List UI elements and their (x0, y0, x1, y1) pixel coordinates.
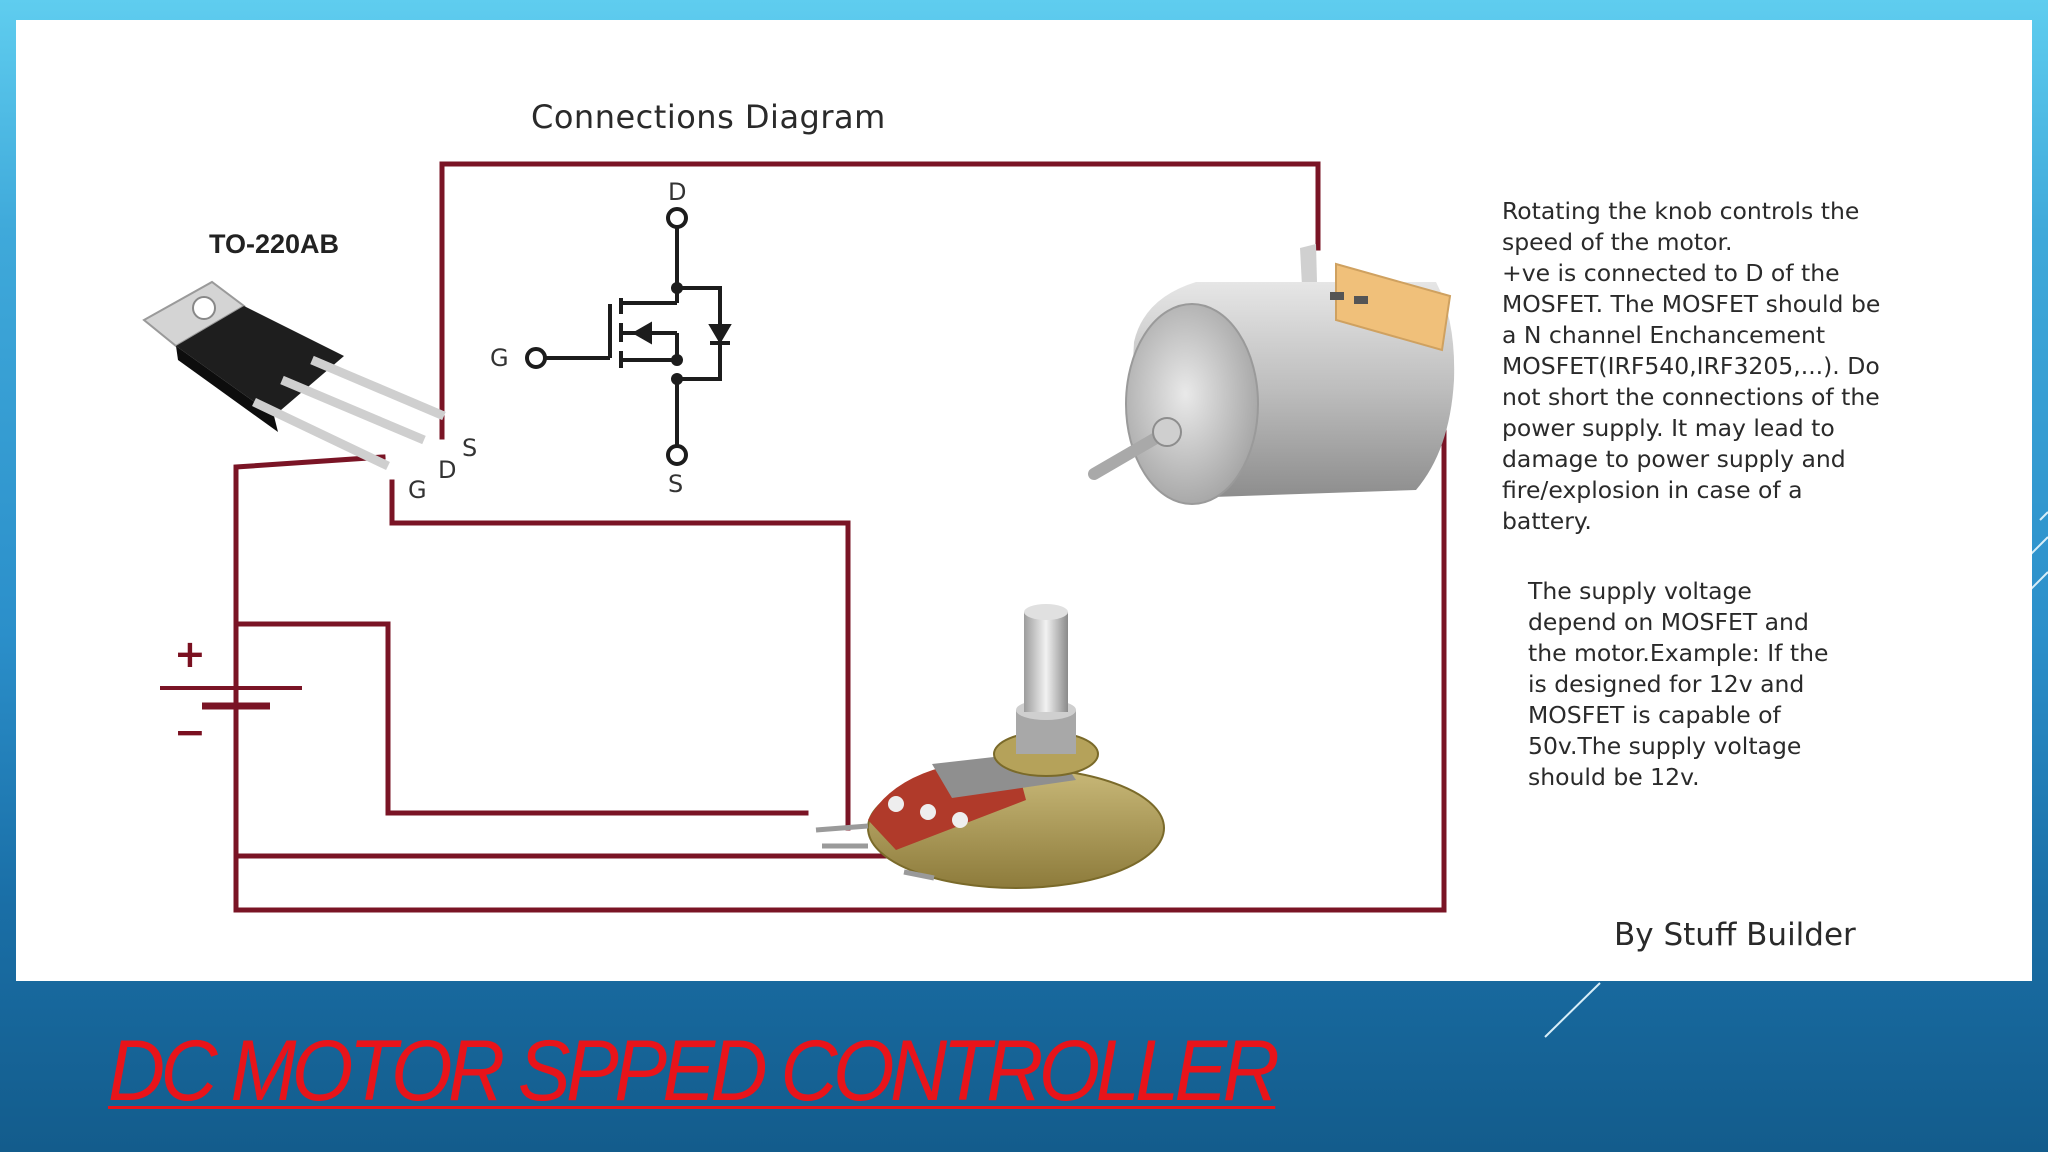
to220-transistor-icon (142, 280, 446, 471)
wire-motor-return (233, 311, 1447, 913)
notes-paragraph-1: Rotating the knob controls the speed of … (1502, 197, 1881, 535)
mosfet-pin-s: S (668, 470, 684, 498)
slide-title: DC MOTOR SPPED CONTROLLER (108, 1023, 1280, 1119)
credit-text: By Stuff Builder (1614, 917, 1856, 953)
package-pin-g: G (408, 476, 427, 504)
mosfet-pin-d: D (668, 178, 687, 206)
package-label: TO-220AB (209, 229, 340, 259)
battery-symbol (160, 686, 302, 710)
mosfet-symbol (525, 207, 732, 466)
diagram-panel: Connections Diagram TO-220AB S D G D G S… (16, 20, 2032, 981)
battery-minus: − (174, 710, 206, 754)
wire-gate-to-pot-wiper (389, 479, 851, 831)
wire-drain-to-battery (233, 454, 386, 913)
battery-plus: + (174, 632, 206, 676)
mosfet-pin-g: G (490, 344, 509, 372)
notes-paragraph-2: The supply voltage depend on MOSFET and … (1528, 577, 1829, 791)
potentiometer-icon (815, 604, 1165, 889)
package-pin-d: D (438, 456, 457, 484)
dc-motor-icon (1088, 244, 1455, 505)
wire-battery-to-pot (233, 621, 809, 816)
wire-source-to-motor (439, 161, 1321, 440)
package-pin-s: S (462, 434, 478, 462)
circuit-wires (233, 161, 1447, 913)
circuit-drawing (142, 161, 1455, 913)
diagram-title: Connections Diagram (531, 98, 886, 136)
